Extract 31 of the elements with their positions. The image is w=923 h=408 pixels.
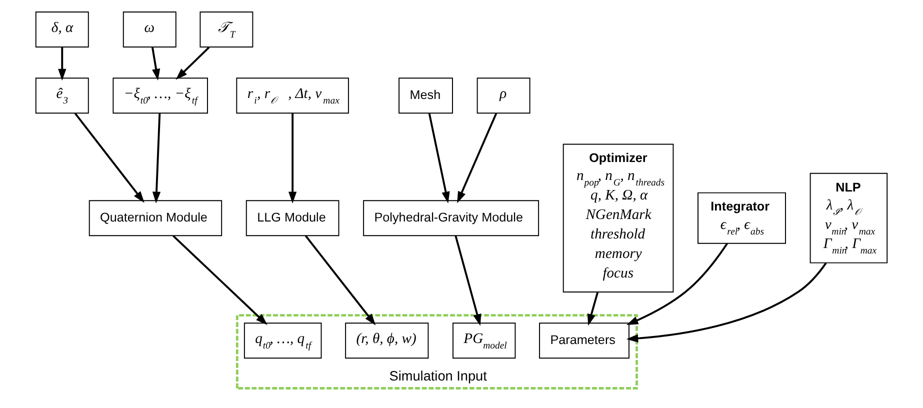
arrow <box>172 235 268 326</box>
arrow <box>626 262 827 342</box>
arrow <box>626 242 728 326</box>
node-box: Parameters <box>539 322 630 359</box>
node-box: r$_{i}$, r$_{𝒪}$, Δt, v$_{max}$ <box>236 78 349 114</box>
node-box: PG$_{model}$ <box>452 322 516 359</box>
node-box: Quaternion Module <box>88 200 222 236</box>
node-box: ω <box>122 12 176 48</box>
node-box: LLG Module <box>246 200 340 236</box>
arrow <box>58 47 66 81</box>
arrow <box>457 112 498 204</box>
node-box: Polyhedral-Gravity Module <box>363 200 540 236</box>
node-box: −ξ$_{t0}$, …, −ξ$_{tf}$ <box>112 78 208 114</box>
arrow <box>428 113 450 204</box>
arrow <box>152 113 161 204</box>
arrow <box>176 46 210 80</box>
arrow <box>454 236 482 326</box>
arrow <box>288 113 297 204</box>
node-box: 𝒯$_{T}$ <box>200 12 254 48</box>
node-box: Mesh <box>398 78 453 114</box>
node-box: ê$_{3}$ <box>35 78 89 114</box>
node-box: ρ <box>476 78 530 114</box>
node-box: Integrator ϵ$_{rel}$, ϵ$_{abs}$ <box>698 192 786 244</box>
arrow <box>587 292 599 326</box>
arrow <box>304 235 376 326</box>
arrow <box>152 47 160 81</box>
node-box: δ, α <box>35 12 89 48</box>
node-box: Optimizer n$_{pop}$, n$_{G}$, n$_{threads}$ q, K, Ω, α NGenMark threshold memory focus <box>562 144 674 292</box>
node-box: (r, θ, ϕ, w) <box>345 322 429 359</box>
node-box: q$_{t0}$, …, q$_{tf}$ <box>244 322 322 359</box>
arrow <box>74 112 144 203</box>
